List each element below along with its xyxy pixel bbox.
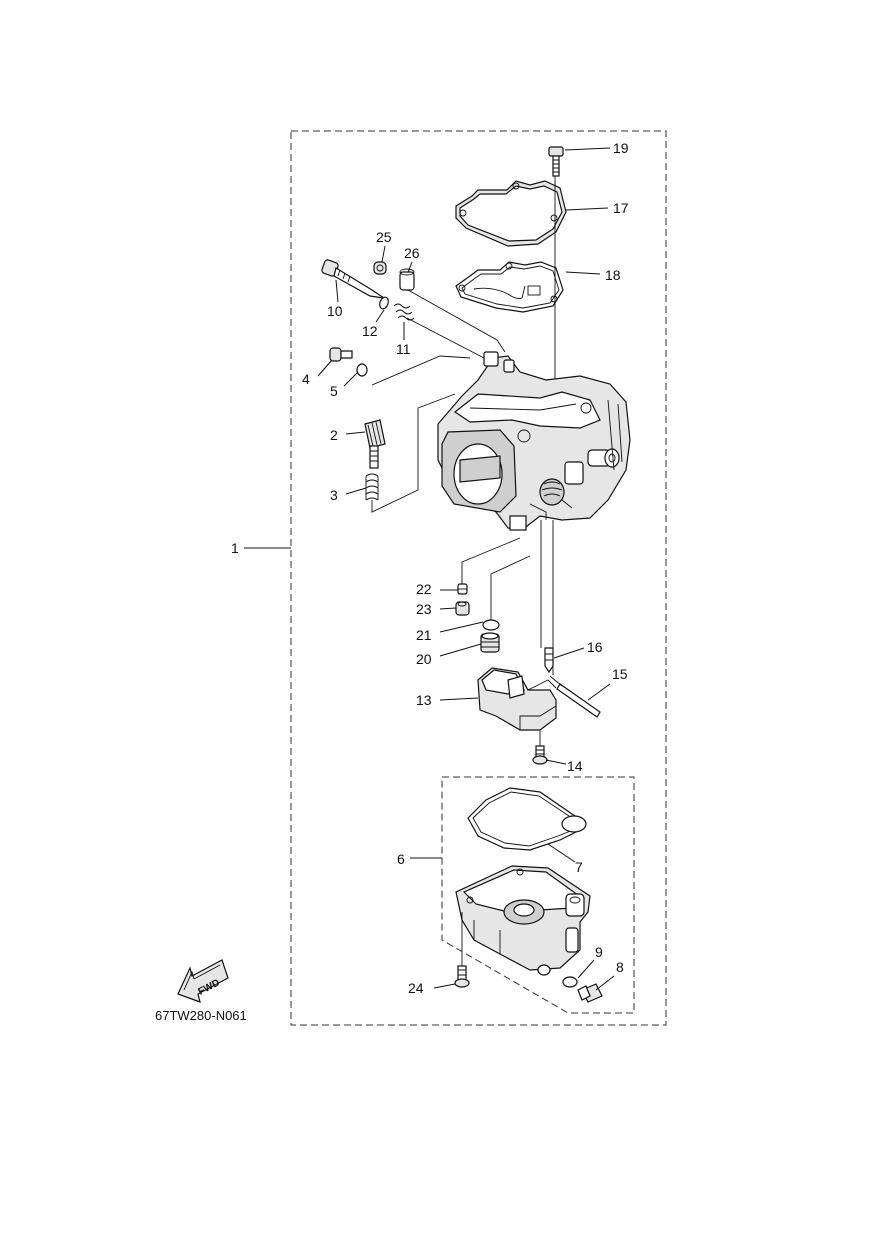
float-chamber-boundary [441,776,635,1014]
part-25-cap [373,261,387,275]
part-18-gasket [455,261,564,313]
callout-2: 2 [330,427,338,443]
part-10-pilot-screw [321,259,385,299]
callout-15: 15 [612,666,628,682]
part-5-washer [356,363,368,377]
callout-4: 4 [302,371,310,387]
assembly-boundary [290,130,667,1026]
part-6-float-chamber [455,865,591,976]
callout-6: 6 [397,851,405,867]
part-26-sleeve [399,268,415,291]
part-24-screw [454,912,470,988]
callout-11: 11 [396,341,411,357]
callout-9: 9 [595,944,603,960]
part-14-screw [532,730,548,765]
callout-21: 21 [416,627,432,643]
callout-23: 23 [416,601,432,617]
part-4-screw [329,347,353,362]
callout-24: 24 [408,980,424,996]
part-21-o-ring [482,619,500,631]
part-11-spring [393,303,415,321]
callout-8: 8 [616,959,624,975]
callout-1: 1 [231,540,239,556]
callout-19: 19 [613,140,629,156]
part-17-cover [455,180,567,247]
callout-20: 20 [416,651,432,667]
callout-10: 10 [327,303,343,319]
fwd-arrow-icon: FWD [177,959,229,1003]
part-2-throttle-screw [364,419,386,469]
carburetor-body [437,351,631,531]
part-8-drain-screw [577,983,603,1003]
part-23-holder [455,601,470,616]
part-13-float [477,667,557,731]
callout-22: 22 [416,581,432,597]
part-20-main-jet [480,632,500,653]
callout-16: 16 [587,639,603,655]
part-22-jet [457,583,468,595]
part-7-gasket [467,787,587,851]
callout-7: 7 [575,859,583,875]
callout-25: 25 [376,229,392,245]
diagram-code: 67TW280-N061 [155,1008,247,1023]
part-16-needle-valve [544,647,554,674]
callout-12: 12 [362,323,378,339]
callout-26: 26 [404,245,420,261]
callout-18: 18 [605,267,621,283]
callout-3: 3 [330,487,338,503]
callout-17: 17 [613,200,629,216]
part-12-o-ring [379,296,389,310]
callout-14: 14 [567,758,583,774]
part-3-spring [365,473,379,501]
callout-13: 13 [416,692,432,708]
part-9-o-ring [562,976,578,988]
callout-5: 5 [330,383,338,399]
part-15-float-pin [549,675,601,718]
part-19-screw [548,146,564,177]
